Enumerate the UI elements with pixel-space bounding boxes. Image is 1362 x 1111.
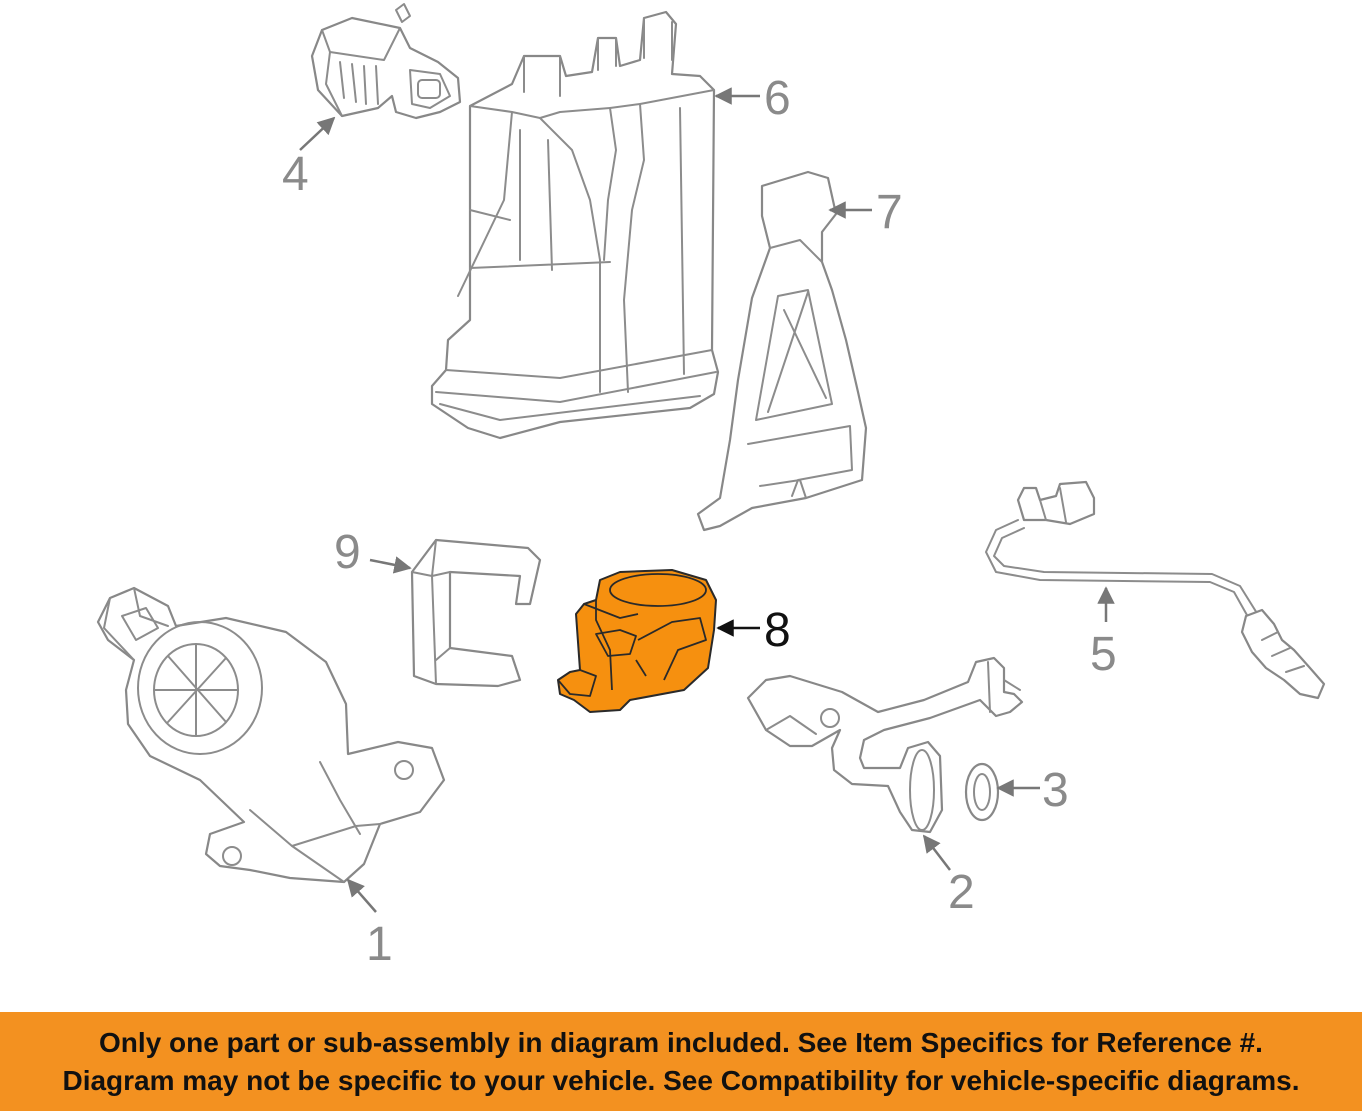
part-6-canister <box>430 10 720 440</box>
disclaimer-line-1: Only one part or sub-assembly in diagram… <box>99 1026 1263 1058</box>
callout-2: 2 <box>948 866 975 919</box>
callout-7: 7 <box>876 186 903 239</box>
callout-6: 6 <box>764 72 791 125</box>
part-1-egr-valve <box>96 586 446 884</box>
callout-3: 3 <box>1042 764 1069 817</box>
part-7-bracket <box>696 170 868 532</box>
callout-8: 8 <box>764 604 791 657</box>
part-8-highlighted <box>557 569 717 713</box>
callout-9: 9 <box>334 526 361 579</box>
part-9-clip <box>410 538 542 688</box>
part-3-gasket <box>964 762 1000 822</box>
part-5-oxygen-sensor <box>985 480 1326 700</box>
callout-4: 4 <box>282 148 309 201</box>
part-2-pipe <box>746 656 1024 834</box>
disclaimer-line-2: Diagram may not be specific to your vehi… <box>62 1064 1300 1096</box>
part-4-sensor <box>310 3 462 120</box>
disclaimer-banner: Only one part or sub-assembly in diagram… <box>0 1012 1362 1111</box>
parts-diagram: 1 2 3 4 5 6 7 8 9 <box>96 3 1326 971</box>
callout-5: 5 <box>1090 628 1117 681</box>
leader-lines <box>299 87 1115 913</box>
callout-1: 1 <box>366 918 393 971</box>
